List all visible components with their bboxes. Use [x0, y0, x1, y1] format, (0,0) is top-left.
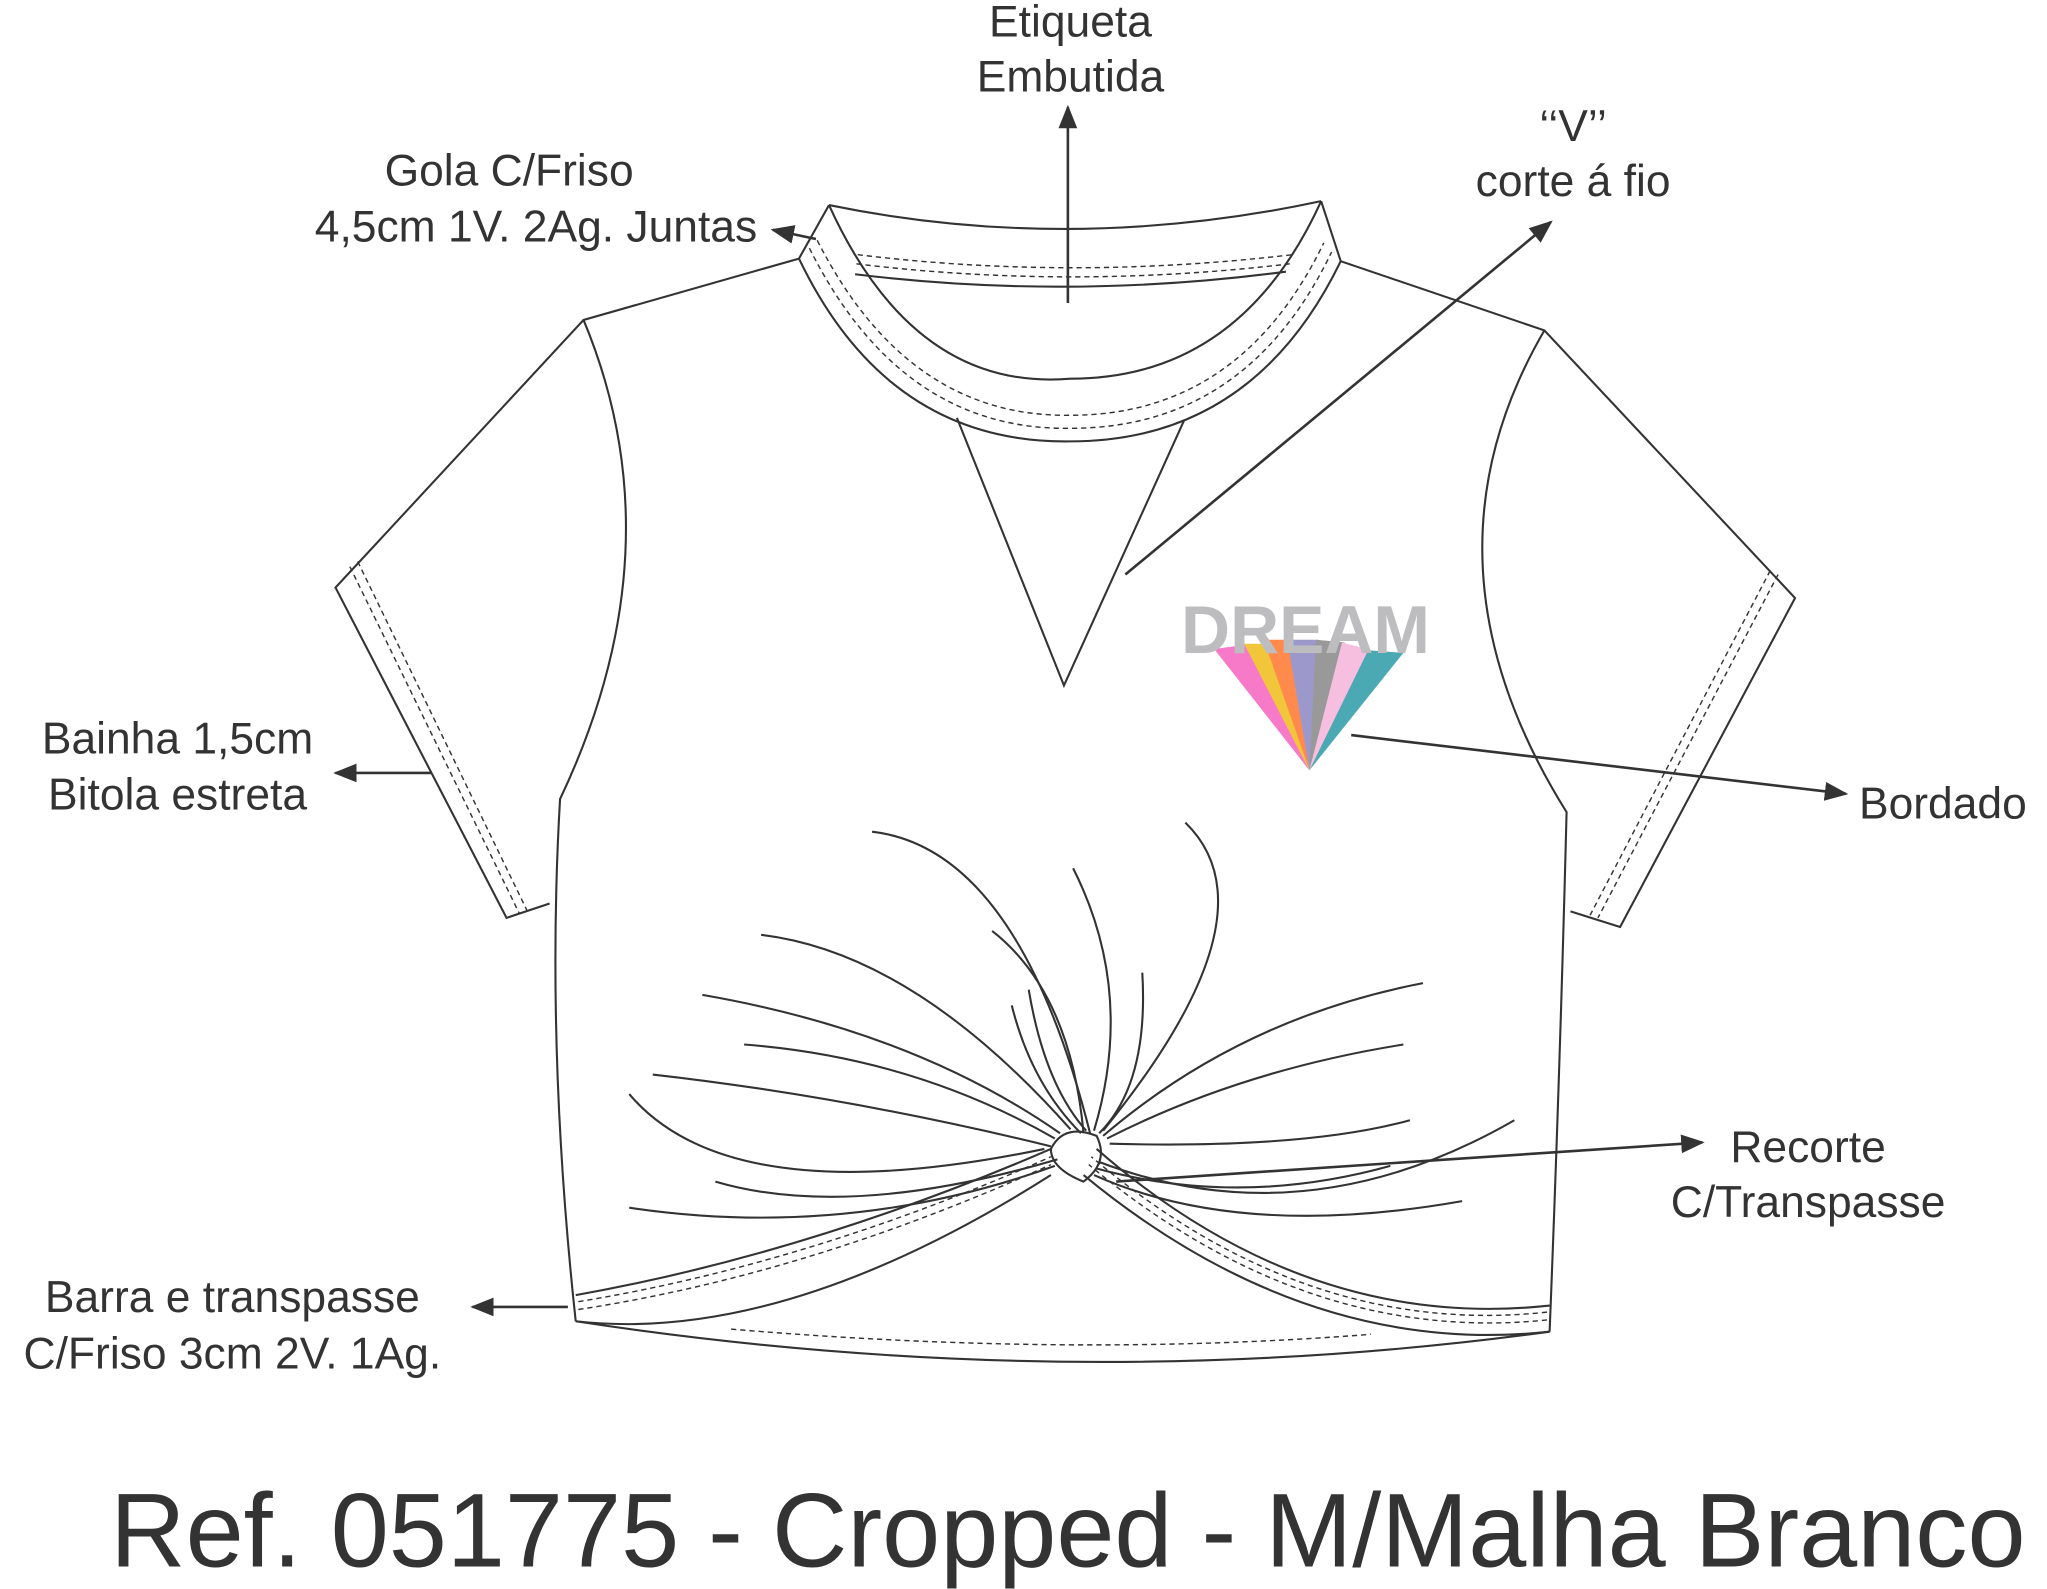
label-bainha-1: Bainha 1,5cm [42, 714, 313, 763]
shirt-outline [334, 200, 1797, 1363]
label-gola-2: 4,5cm 1V. 2Ag. Juntas [315, 203, 757, 252]
label-bordado: Bordado [1859, 780, 2027, 829]
arrow-gola [770, 225, 817, 244]
label-etiqueta-2: Embutida [977, 52, 1165, 101]
ray-purple [1287, 639, 1319, 771]
label-recorte-1: Recorte [1730, 1123, 1885, 1172]
arrow-recorte [1116, 1134, 1705, 1183]
ray-light-pink [1309, 642, 1371, 771]
label-barra-2: C/Friso 3cm 2V. 1Ag. [24, 1329, 442, 1378]
label-bainha-2: Bitola estreta [48, 771, 307, 820]
drawing-title: Ref. 051775 - Cropped - M/Malha Branco [110, 1473, 2025, 1589]
label-etiqueta-1: Etiqueta [989, 0, 1152, 47]
arrow-bordado [1351, 733, 1849, 801]
ray-orange [1263, 639, 1310, 771]
label-recorte-2: C/Transpasse [1671, 1178, 1946, 1227]
label-v-2: corte á fio [1476, 157, 1671, 206]
ray-pink [1214, 643, 1310, 771]
callouts: Etiqueta Embutida Gola C/Friso 4,5cm 1V.… [24, 0, 2027, 1378]
label-v-1: ‘‘V’’ [1539, 102, 1606, 151]
arrow-v [1124, 220, 1553, 576]
ray-teal [1309, 650, 1404, 771]
label-gola-1: Gola C/Friso [385, 146, 634, 195]
dream-embroidery: DREAM [1181, 593, 1430, 771]
dream-logo-text: DREAM [1181, 593, 1430, 668]
label-barra-1: Barra e transpasse [45, 1273, 420, 1322]
